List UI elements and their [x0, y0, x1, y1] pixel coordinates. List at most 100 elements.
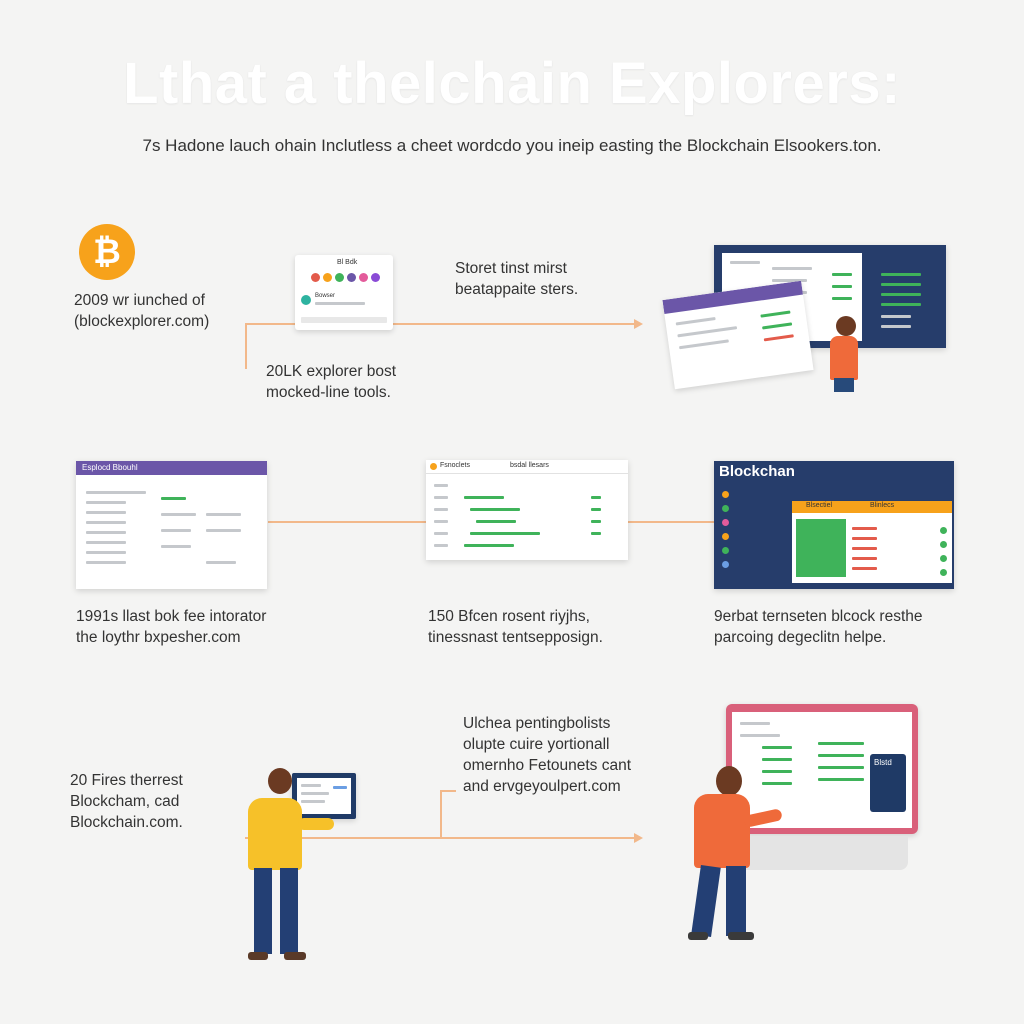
text-line	[591, 508, 601, 511]
text-line	[730, 261, 760, 264]
person-body	[830, 336, 858, 380]
text-line	[818, 754, 864, 757]
connector-line	[440, 790, 456, 792]
connector-line	[245, 323, 247, 369]
nav-icon	[722, 505, 729, 512]
window-title: Fsnoclets	[440, 462, 470, 469]
text-line	[315, 302, 365, 305]
connector-line	[245, 837, 635, 839]
nav-icon	[722, 561, 729, 568]
text-line	[301, 784, 321, 787]
coin-icon	[323, 273, 332, 282]
window-header: Fsnoclets bsdal llesars	[426, 460, 628, 474]
text-line	[86, 491, 146, 494]
text-line	[818, 766, 864, 769]
text-line	[881, 325, 911, 328]
text-line	[161, 497, 186, 500]
caption-2009: 2009 wr iunched of (blockexplorer.com)	[74, 292, 210, 330]
explorer-tree-screenshot: Fsnoclets bsdal llesars	[426, 460, 628, 560]
side-card: Blstd	[870, 754, 906, 812]
text-line	[818, 778, 864, 781]
blocks-panel: Blsectiel Blinlecs	[792, 501, 952, 583]
explorer-table-screenshot: Esplocd Bbouhl	[76, 461, 267, 589]
text-line	[852, 527, 877, 530]
text-line	[161, 545, 191, 548]
text-line	[762, 758, 792, 761]
status-icon	[940, 541, 947, 548]
text-line	[434, 508, 448, 511]
text-line	[832, 273, 852, 276]
person-head	[836, 316, 856, 336]
person-shoe	[284, 952, 306, 960]
person-legs	[834, 378, 854, 392]
banner-label: Blsectiel	[806, 502, 833, 509]
text-line	[832, 285, 852, 288]
status-icon	[940, 555, 947, 562]
coin-icon	[371, 273, 380, 282]
person-body	[248, 798, 302, 870]
caption-150: 150 Bfcen rosent riyjhs, tinessnast tent…	[428, 608, 603, 646]
tilted-explorer-screenshot	[662, 280, 814, 390]
coin-icon	[359, 273, 368, 282]
text-line	[86, 521, 126, 524]
text-line	[852, 537, 877, 540]
page-title: Lthat a thelchain Explorers:	[123, 51, 901, 116]
person-arm	[298, 818, 334, 830]
caption-1991: 1991s llast bok fee intorator the loythr…	[76, 608, 267, 646]
connector-line	[440, 790, 442, 838]
text-line	[881, 303, 921, 306]
text-line	[762, 746, 792, 749]
card-label: Bl Bdk	[337, 259, 358, 266]
connector-line	[268, 521, 428, 523]
text-line	[591, 520, 601, 523]
laptop-display: Blstd	[732, 712, 912, 828]
text-line	[881, 293, 921, 296]
laptop-screen	[292, 773, 356, 819]
text-line	[434, 496, 448, 499]
person-body	[694, 794, 750, 868]
text-line	[206, 513, 241, 516]
status-icon	[940, 569, 947, 576]
banner-label-right: Blinlecs	[870, 502, 895, 509]
person-shoe	[728, 932, 754, 940]
text-line	[881, 283, 921, 286]
text-line	[740, 734, 780, 737]
text-line	[86, 551, 126, 554]
text-line	[852, 547, 877, 550]
text-line	[762, 322, 793, 330]
input-bar	[301, 317, 387, 323]
text-line	[852, 567, 877, 570]
text-line	[434, 484, 448, 487]
text-line	[301, 792, 329, 795]
text-line	[675, 316, 716, 326]
nav-icon	[722, 491, 729, 498]
person-shoe	[688, 932, 708, 940]
nav-icon	[722, 533, 729, 540]
text-line	[86, 511, 126, 514]
caption-verbat: 9erbat ternseten blcock resthe parcoing …	[714, 608, 923, 646]
arrow-right-icon	[634, 833, 643, 843]
text-line	[881, 315, 911, 318]
text-line	[760, 310, 791, 318]
text-line	[86, 501, 126, 504]
text-line	[434, 544, 448, 547]
person-head	[268, 768, 292, 794]
menu-label: bsdal llesars	[510, 462, 549, 469]
text-line	[206, 561, 236, 564]
coin-icon	[347, 273, 356, 282]
text-line	[762, 782, 792, 785]
text-line	[881, 273, 921, 276]
text-line	[434, 532, 448, 535]
text-line	[86, 531, 126, 534]
text-line	[161, 513, 196, 516]
green-block	[796, 519, 846, 577]
text-line	[591, 532, 601, 535]
dashboard-title: Blockchan	[719, 463, 795, 480]
side-card-title: Blstd	[874, 758, 892, 767]
person-shoe	[248, 952, 268, 960]
text-line	[832, 297, 852, 300]
caption-2020: 20 Fires therrest Blockcham, cad Blockch…	[70, 772, 183, 831]
window-title: Esplocd Bbouhl	[82, 463, 138, 472]
large-laptop-screen: Blstd	[726, 704, 918, 834]
laptop-display	[297, 778, 351, 814]
